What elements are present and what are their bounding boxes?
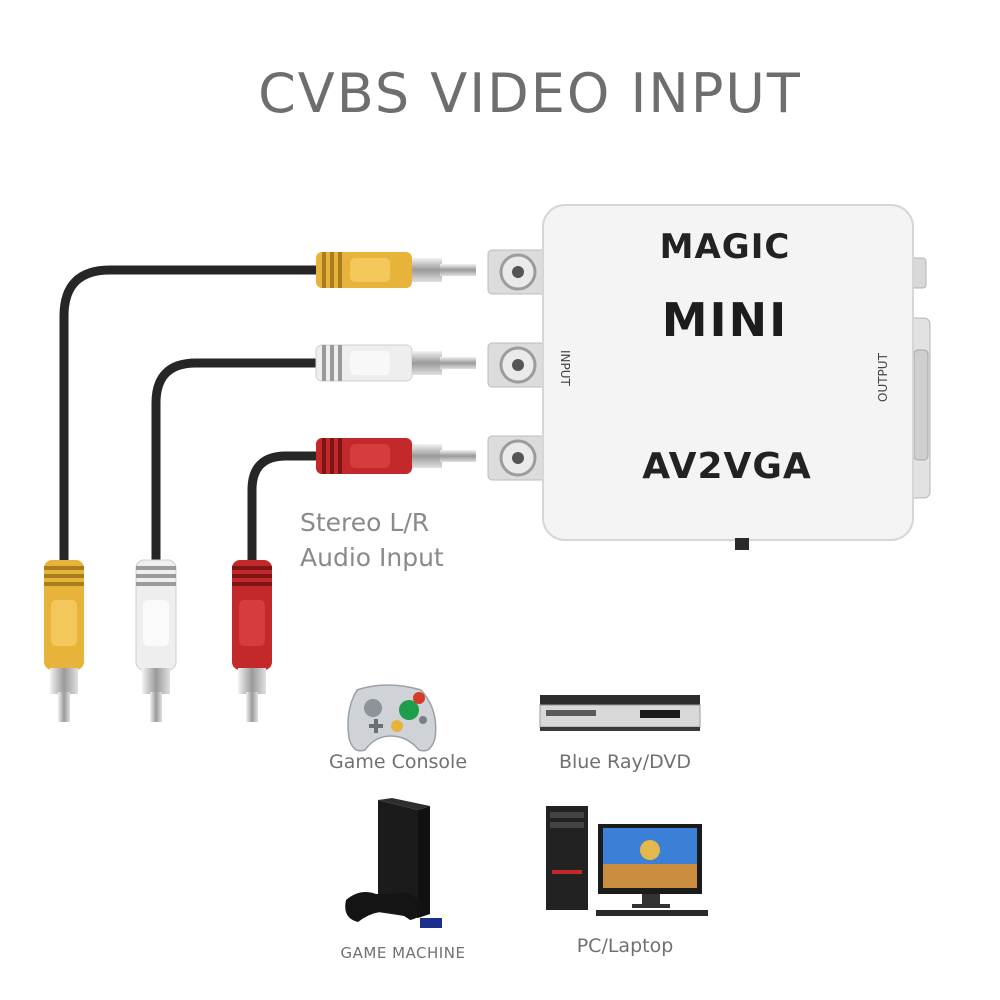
page-title: CVBS VIDEO INPUT <box>258 62 802 125</box>
audio-label-line1: Stereo L/R <box>300 508 430 537</box>
gamepad-icon <box>347 684 437 752</box>
source-label-game-console: Game Console <box>328 751 468 773</box>
red-cable <box>247 451 323 575</box>
output-side-label: OUTPUT <box>876 352 890 402</box>
brand-logo: MAGIC <box>660 227 791 267</box>
pc-monitor-icon <box>546 806 708 916</box>
power-port <box>735 538 749 550</box>
audio-input-label: Stereo L/R Audio Input <box>300 505 444 575</box>
model-label: MINI <box>662 293 789 347</box>
source-label-blue-ray-dvd: Blue Ray/DVD <box>558 751 692 773</box>
rca-sockets <box>487 249 549 481</box>
yellow-cable <box>59 265 323 575</box>
source-label-game-machine: GAME MACHINE <box>340 944 466 962</box>
yellow-plug-horizontal <box>316 252 476 288</box>
white-plug-horizontal <box>315 344 476 382</box>
red-plug-horizontal <box>316 438 476 474</box>
input-side-label: INPUT <box>558 350 572 387</box>
converter-box: MAGIC MINI AV2VGA INPUT OUTPUT <box>542 204 914 550</box>
audio-label-line2: Audio Input <box>300 543 444 572</box>
red-plug-vertical <box>232 560 272 722</box>
game-machine-icon <box>345 798 442 928</box>
dvd-player-icon <box>539 695 701 731</box>
white-cable <box>151 358 323 575</box>
product-label: AV2VGA <box>642 446 812 487</box>
source-label-pc-laptop: PC/Laptop <box>576 935 674 957</box>
white-plug-vertical <box>135 559 177 722</box>
rca-cables <box>59 265 323 575</box>
yellow-plug-vertical <box>44 560 84 722</box>
